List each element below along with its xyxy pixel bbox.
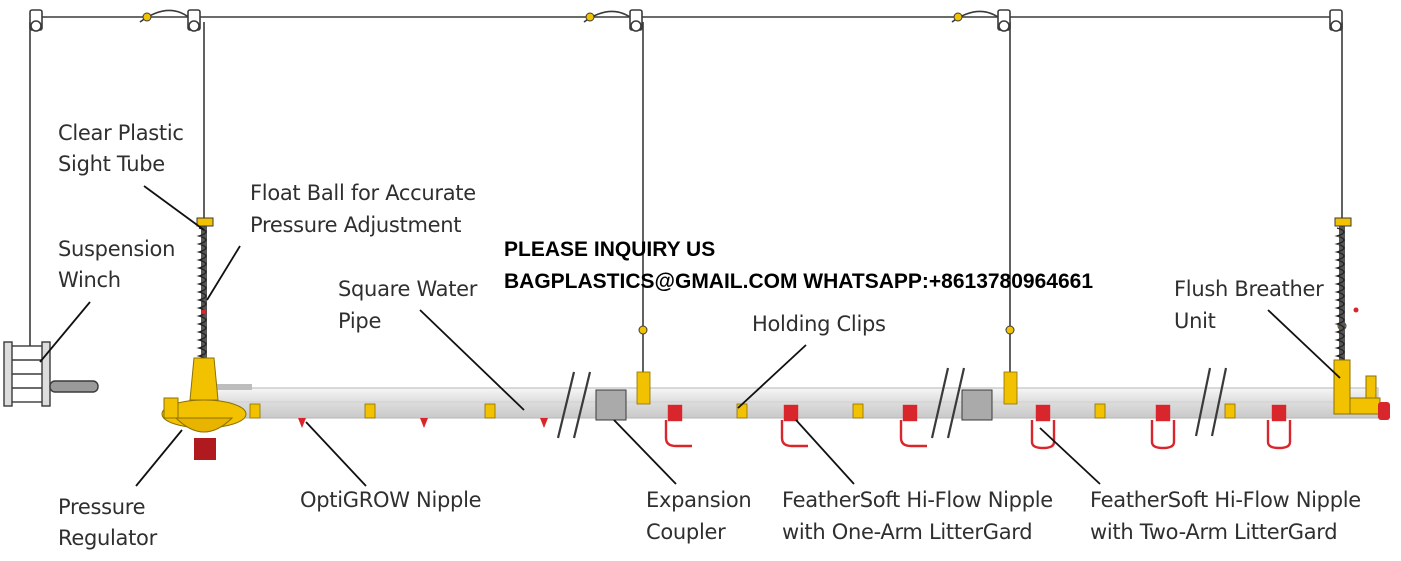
leader-lines <box>39 185 1341 487</box>
label-expansion-coupler-line1: Expansion <box>646 488 752 512</box>
label-sight-tube-line2: Sight Tube <box>58 152 165 176</box>
label-holding-clips: Holding Clips <box>752 312 886 336</box>
label-two-arm-line1: FeatherSoft Hi-Flow Nipple <box>1090 488 1361 512</box>
pulley <box>187 9 201 32</box>
label-one-arm-line1: FeatherSoft Hi-Flow Nipple <box>782 488 1053 512</box>
label-suspension-winch-line1: Suspension <box>58 237 176 261</box>
label-one-arm-line2: with One-Arm LitterGard <box>782 520 1033 544</box>
expansion-coupler <box>595 389 993 421</box>
one-arm-littergard-cups <box>664 404 927 448</box>
two-arm-littergard-cups <box>1030 404 1292 450</box>
flush-breather-unit <box>1333 359 1390 420</box>
pipe-breaks <box>556 367 1228 439</box>
notice-line1: PLEASE INQUIRY US <box>504 238 716 261</box>
label-flush-breather-line2: Unit <box>1174 309 1216 333</box>
notice-line2: BAGPLASTICS@GMAIL.COM WHATSAPP:+86137809… <box>504 270 1093 293</box>
pulley <box>997 9 1011 32</box>
label-square-water-pipe-line2: Pipe <box>338 309 382 333</box>
label-float-ball-line2: Pressure Adjustment <box>250 213 462 237</box>
label-square-water-pipe-line1: Square Water <box>338 277 478 301</box>
holding-clips <box>249 403 1236 419</box>
label-float-ball-line1: Float Ball for Accurate <box>250 181 476 205</box>
label-flush-breather-line1: Flush Breather <box>1174 277 1324 301</box>
label-expansion-coupler-line2: Coupler <box>646 520 726 544</box>
suspension-winch <box>3 341 99 407</box>
cable-clips <box>142 12 1347 335</box>
label-sight-tube-line1: Clear Plastic <box>58 121 184 145</box>
label-two-arm-line2: with Two-Arm LitterGard <box>1090 520 1338 544</box>
pulley-group <box>29 9 1343 32</box>
sight-tube-right <box>1334 217 1359 384</box>
label-suspension-winch-line2: Winch <box>58 268 121 292</box>
pipe-hangers <box>636 371 1018 405</box>
suspension-cable <box>29 9 1343 372</box>
pulley <box>629 9 643 32</box>
label-pressure-regulator-line2: Regulator <box>58 526 157 550</box>
label-optigrow-nipple: OptiGROW Nipple <box>300 488 482 512</box>
pressure-regulator <box>161 357 247 460</box>
optigrow-nipples <box>298 418 548 428</box>
label-pressure-regulator-line1: Pressure <box>58 495 146 519</box>
pulley <box>1329 9 1343 32</box>
pulley <box>29 9 43 32</box>
